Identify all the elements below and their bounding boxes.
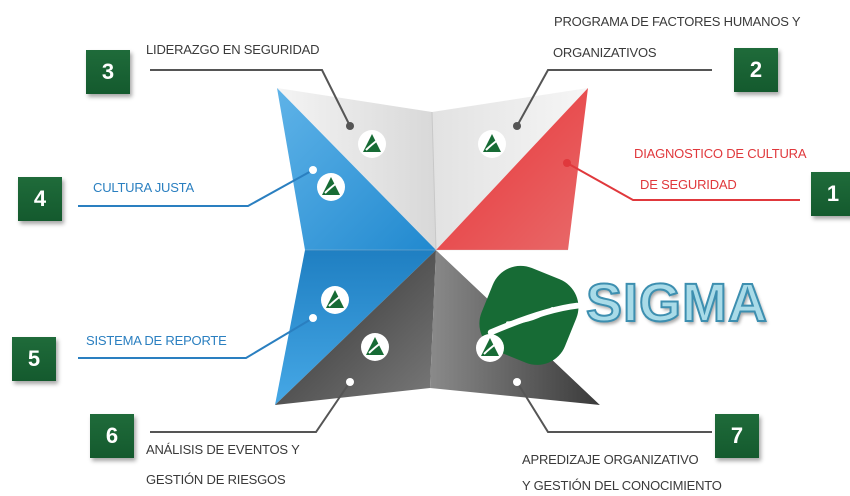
green-leaf-logo-icon [317, 130, 506, 362]
item-4-label: CULTURA JUSTA [93, 180, 194, 195]
badge-3: 3 [86, 50, 130, 94]
item-7-label-line-1: APREDIZAJE ORGANIZATIVO [522, 452, 699, 467]
badge-1: 1 [811, 172, 850, 216]
badge-2: 2 [734, 48, 778, 92]
item-2-label-line-2: ORGANIZATIVOS [553, 45, 657, 60]
item-1-label-line-2: DE SEGURIDAD [640, 177, 737, 192]
item-3-label: LIDERAZGO EN SEGURIDAD [146, 42, 320, 57]
item-2-label-line-1: PROGRAMA DE FACTORES HUMANOS Y [554, 14, 801, 29]
badge-5: 5 [12, 337, 56, 381]
badge-6: 6 [90, 414, 134, 458]
item-7-label-line-2: Y GESTIÓN DEL CONOCIMIENTO [522, 478, 722, 493]
badge-4: 4 [18, 177, 62, 221]
badge-7: 7 [715, 414, 759, 458]
item-6-label-line-1: ANÁLISIS DE EVENTOS Y [146, 442, 300, 457]
item-5-label: SISTEMA DE REPORTE [86, 333, 227, 348]
item-6-label-line-2: GESTIÓN DE RIESGOS [146, 472, 286, 487]
item-1-label-line-1: DIAGNOSTICO DE CULTURA [634, 146, 807, 161]
sigma-title: SIGMA [585, 272, 769, 334]
